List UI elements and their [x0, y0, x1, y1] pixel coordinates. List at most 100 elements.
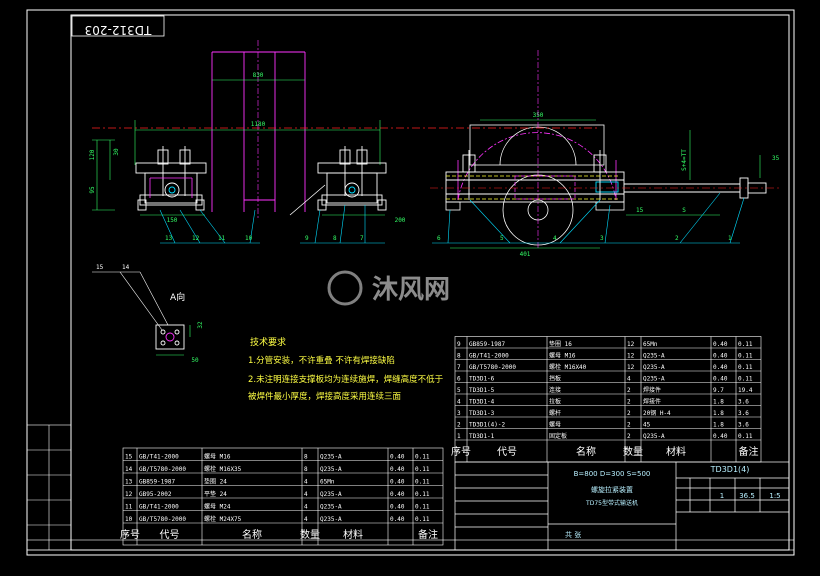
title-sheet: 共 张 — [565, 530, 581, 539]
left-bom-header-5: 备注 — [418, 528, 438, 541]
tech-req-line2: 2.未注明连接支撑板均为连续施焊，焊缝高度不低于 — [248, 374, 444, 385]
right-bom-cell-code: GB/T41-2000 — [469, 353, 509, 360]
stamp-box — [71, 15, 165, 37]
tech-req-title: 技术要求 — [250, 336, 286, 348]
label-5: 5 — [500, 235, 504, 242]
left-bom-header-2: 名称 — [242, 528, 262, 541]
right-bom-cell-no: 8 — [457, 353, 461, 360]
stamp-code: TD312-203 — [85, 23, 153, 37]
left-bom-cell-mat: Q235-A — [320, 454, 342, 461]
watermark: 沐风网 — [327, 270, 450, 306]
right-bom-cell-name: 挡板 — [549, 375, 561, 383]
left-bom-cell-qty: 8 — [304, 466, 308, 473]
left-bom-cell-tot: 0.11 — [415, 516, 430, 523]
left-bom-cell-qty: 4 — [304, 504, 308, 511]
label-3: 3 — [600, 235, 604, 242]
right-bom-cell-name: 连接 — [549, 386, 561, 394]
right-bom-header-3: 数量 — [623, 445, 643, 458]
right-bom-cell-name: 拉板 — [549, 398, 561, 406]
left-bom-cell-no: 10 — [125, 516, 133, 523]
title-spec: B=800 D=300 S=500 — [574, 470, 651, 478]
left-bom-cell-tot: 0.11 — [415, 479, 430, 486]
left-bom-cell-wt: 0.40 — [390, 454, 405, 461]
right-bom-cell-tot: 3.6 — [738, 399, 749, 406]
right-bom-cell-name: 螺母 M16 — [549, 352, 576, 360]
dim-vert-note: S+4=TT — [681, 149, 688, 171]
right-bom-cell-wt: 0.40 — [713, 341, 728, 348]
left-bom-cell-name: 平垫 24 — [204, 490, 227, 498]
left-bom-cell-no: 14 — [125, 466, 133, 473]
right-bom-header-1: 代号 — [497, 446, 517, 458]
right-bom-header-4: 材料 — [666, 445, 686, 458]
right-bom-cell-mat: Q235-A — [643, 433, 665, 440]
label-4: 4 — [553, 235, 557, 242]
right-bom-cell-code: TD3D1-1 — [469, 433, 495, 440]
right-bom-cell-code: GB/T5780-2000 — [469, 364, 516, 371]
title-block — [454, 461, 790, 551]
title-scale-2: 36.5 — [739, 492, 755, 500]
left-bom-header-4: 材料 — [343, 528, 363, 541]
right-bom-cell-qty: 2 — [627, 399, 631, 406]
right-bom-header-0: 序号 — [451, 445, 471, 458]
label-8: 8 — [333, 235, 337, 242]
right-bom-cell-mat: Q235-A — [643, 364, 665, 371]
left-bom-cell-code: GB/T5780-2000 — [139, 516, 186, 523]
left-bom-cell-no: 12 — [125, 491, 133, 498]
right-bom-cell-qty: 2 — [627, 422, 631, 429]
right-bom-header-2: 名称 — [576, 445, 596, 458]
right-bom-cell-code: TD3D1-3 — [469, 410, 495, 417]
right-bom-cell-wt: 0.40 — [713, 433, 728, 440]
dim-right-len: 401 — [520, 251, 531, 258]
label-6: 6 — [437, 235, 441, 242]
right-bom-cell-mat: 20钢 H-4 — [643, 409, 671, 417]
left-bom-cell-tot: 0.11 — [415, 504, 430, 511]
left-bom-cell-tot: 0.11 — [415, 466, 430, 473]
revision-strip — [26, 424, 72, 551]
right-dimensions — [450, 130, 761, 249]
right-bom-cell-wt: 1.8 — [713, 410, 724, 417]
right-bom-cell-no: 3 — [457, 410, 461, 417]
right-bom-cell-code: TD3D1-5 — [469, 387, 495, 394]
right-bom-cell-qty: 4 — [627, 376, 631, 383]
left-bom-cell-no: 15 — [125, 454, 133, 461]
right-bom-cell-qty: 12 — [627, 353, 635, 360]
dim-av-1: 50 — [191, 357, 199, 364]
right-bom-cell-code: TD3D1-6 — [469, 376, 495, 383]
right-bom-cell-name: 螺栓 M16X40 — [549, 363, 587, 371]
right-bom-cell-wt: 0.40 — [713, 376, 728, 383]
right-bom-cell-code: GB859-1987 — [469, 341, 506, 348]
hidden-lines — [446, 175, 620, 200]
left-bom-cell-wt: 0.40 — [390, 504, 405, 511]
title-model: TD75型带式输送机 — [585, 499, 638, 507]
left-bom-cell-name: 垫圈 24 — [204, 478, 227, 486]
pulley-outline — [457, 132, 617, 201]
watermark-logo-icon — [327, 270, 363, 306]
right-bom-cell-qty: 2 — [627, 387, 631, 394]
left-bom-cell-tot: 0.11 — [415, 454, 430, 461]
left-bom-cell-name: 螺栓 M24X75 — [204, 515, 242, 523]
right-bom-cell-tot: 19.4 — [738, 387, 753, 394]
label-13: 13 — [165, 235, 173, 242]
title-name: 螺旋拉紧装置 — [591, 485, 633, 494]
label-15: 15 — [96, 264, 104, 271]
frame-rails — [445, 150, 767, 203]
left-bom-cell-no: 11 — [125, 504, 133, 511]
right-bom-cell-mat: 焊接件 — [643, 386, 661, 394]
right-bom-cell-name: 垫圈 16 — [549, 340, 572, 348]
a-view-leaders — [92, 271, 169, 331]
dim-av-2: 32 — [197, 321, 204, 329]
dim-top-width: 830 — [253, 72, 264, 79]
right-bom-cell-no: 5 — [457, 387, 461, 394]
right-bom-cell-no: 1 — [457, 433, 461, 440]
bracket-2-slope — [289, 184, 326, 216]
a-view-plate — [155, 324, 185, 350]
outer-frame — [26, 9, 795, 556]
dim-mid-width: 200 — [395, 217, 406, 224]
left-bom-cell-wt: 0.40 — [390, 516, 405, 523]
right-bom-cell-qty: 2 — [627, 410, 631, 417]
column-outline — [211, 51, 306, 212]
left-bom-cell-code: GB95-2002 — [139, 491, 172, 498]
